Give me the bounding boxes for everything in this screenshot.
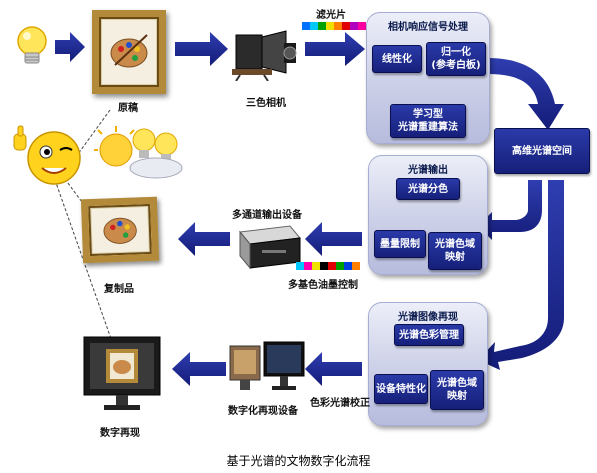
ink-color-strip: [296, 262, 360, 270]
digital-reproduction-device-label: 数字化再现设备: [228, 406, 298, 417]
display-devices-icon: [229, 341, 305, 390]
normalization-box: 归一化 (参考白板): [426, 42, 486, 76]
sun-bulbs-icon: [94, 126, 183, 179]
original-label: 原稿: [118, 103, 138, 114]
spectral-space-hub: 高维光谱空间: [494, 128, 590, 174]
light-bulb-icon: [17, 26, 47, 64]
monitor-icon: [83, 336, 161, 410]
device-characterization-box: 设备特性化: [374, 374, 428, 404]
camera-processing-title: 相机响应信号处理: [388, 22, 468, 33]
arrow-light-to-original: [55, 32, 85, 62]
multichannel-output-label: 多通道输出设备: [232, 210, 302, 221]
arrow-hub-to-reproduction: [478, 180, 564, 370]
smiley-observer-icon: [13, 125, 81, 185]
figure-caption: 基于光谱的文物数字化流程: [226, 454, 371, 468]
reproduction-label: 复制品: [104, 284, 134, 295]
gamut-mapping-reproduction-box: 光谱色域 映射: [430, 370, 484, 410]
palette-copy-icon: [103, 217, 137, 244]
arrow-devices-to-monitor: [172, 352, 226, 386]
ink-limit-box: 墨量限制: [374, 230, 426, 258]
arrow-hub-to-output: [478, 180, 542, 240]
arrow-camera-to-processing: [305, 32, 365, 66]
printer-icon: [239, 225, 301, 270]
palette-icon: [110, 34, 148, 68]
camera-icon: [232, 30, 297, 81]
spectral-output-title: 光谱输出: [408, 165, 448, 176]
arrow-reproduction-to-devices: [305, 352, 362, 386]
camera-label: 三色相机: [246, 98, 286, 109]
dashed-observer-line-3: [54, 179, 116, 351]
filter-label: 滤光片: [316, 10, 346, 21]
original-painting: [92, 10, 166, 94]
spectral-reproduction-panel: 光谱图像再现: [368, 302, 488, 426]
gamut-mapping-output-box: 光谱色域 映射: [428, 232, 482, 270]
spectral-color-management-box: 光谱色彩管理: [394, 324, 464, 346]
linearization-box: 线性化: [372, 45, 422, 73]
spectral-reproduction-title: 光谱图像再现: [398, 312, 458, 323]
arrow-processing-to-hub: [488, 58, 564, 130]
arrow-printer-to-copy: [178, 222, 230, 256]
spectral-reconstruction-box: 学习型 光谱重建算法: [390, 104, 466, 138]
spectral-separation-box: 光谱分色: [396, 178, 460, 200]
multi-ink-control-label: 多基色油墨控制: [288, 280, 358, 291]
digital-reproduction-label: 数字再现: [100, 428, 140, 439]
color-spectral-calibration-label: 色彩光谱校正: [310, 398, 370, 409]
arrow-original-to-camera: [175, 32, 228, 66]
filter-color-strip: [302, 22, 366, 30]
reproduction-painting: [80, 196, 160, 264]
arrow-output-to-printer: [305, 222, 362, 256]
